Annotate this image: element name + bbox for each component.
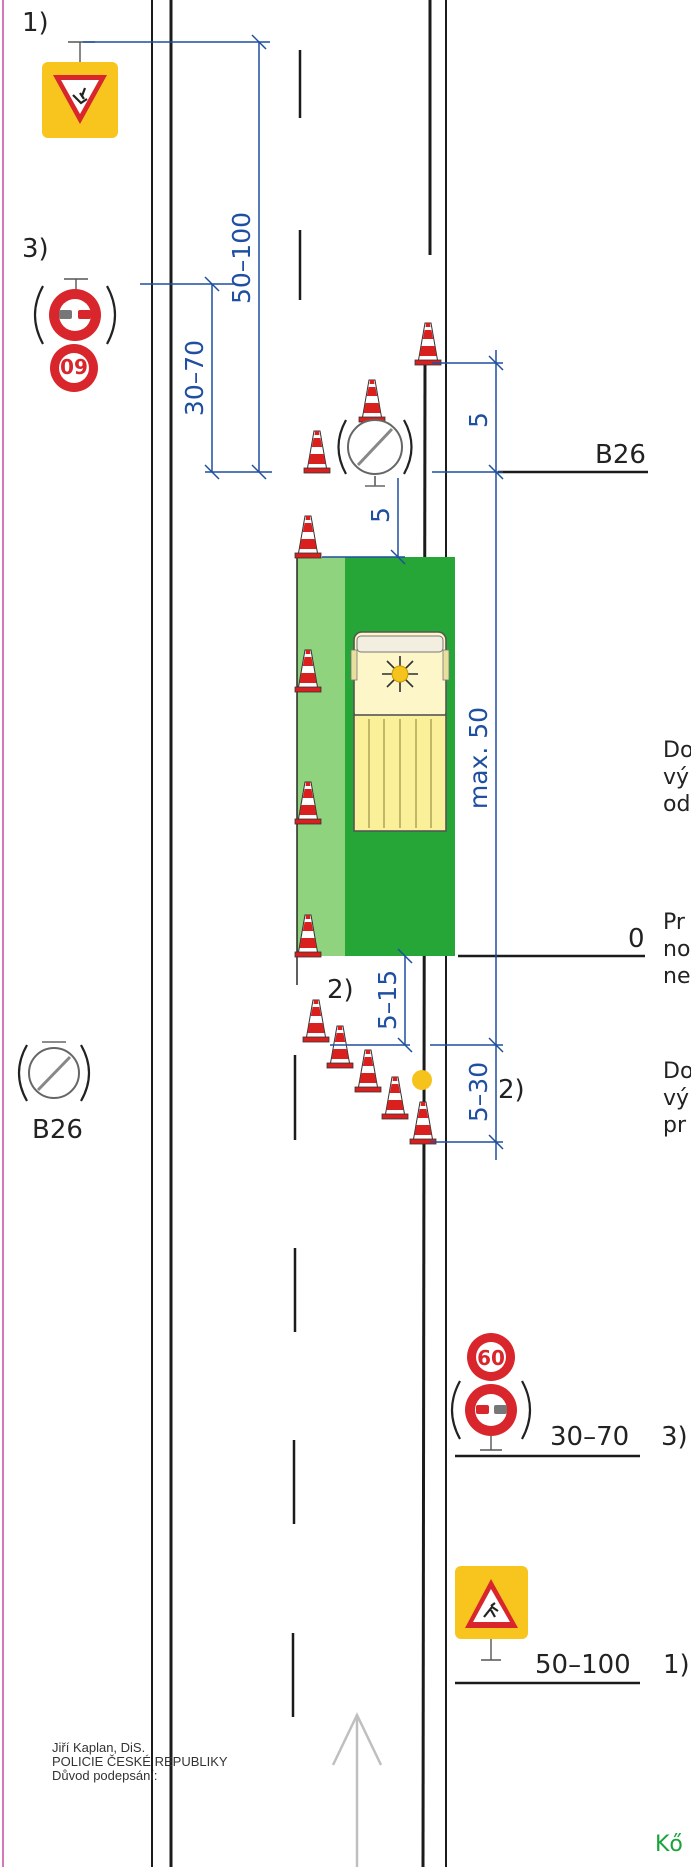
direction-arrow — [331, 1712, 383, 1867]
center-line-dashes — [291, 50, 302, 1717]
speed-limit-60-sign: 60 — [467, 1333, 515, 1381]
leader-lines — [455, 470, 648, 1685]
cropped-text-bottom: Kő — [655, 1832, 683, 1857]
dimension-ticks — [204, 34, 504, 1150]
cropped-text-3: Do vý pr — [663, 1059, 691, 1138]
b26-label-left: B26 — [32, 1115, 83, 1145]
speed-limit-value: 60 — [477, 1346, 505, 1370]
note-1-top: 1) — [22, 8, 49, 38]
cropped-text-1: Do vý od — [663, 738, 691, 817]
dim-max-50: max. 50 — [464, 707, 493, 809]
b26-sign-road — [337, 419, 413, 487]
road-works-sign-top — [42, 41, 118, 138]
note-3-bottom: 3) — [661, 1422, 688, 1452]
dim-50-100-bottom: 50–100 — [535, 1650, 631, 1680]
zero-label: 0 — [628, 924, 645, 954]
no-overtaking-sign-top: 60 — [33, 278, 117, 392]
dimension-labels: 50–100 30–70 5 5 max. 50 5–15 5–30 — [180, 212, 493, 1122]
note-2-b: 2) — [498, 1075, 525, 1105]
dim-5-15: 5–15 — [373, 970, 402, 1030]
dimension-lines — [83, 41, 503, 1160]
dim-30-70-bottom: 30–70 — [550, 1422, 630, 1452]
signature-reason: Důvod podepsání: — [52, 1768, 158, 1783]
note-1-bottom: 1) — [663, 1650, 690, 1680]
cropped-text-2: Pr no ne — [663, 910, 691, 989]
dim-5-30: 5–30 — [464, 1062, 493, 1122]
work-zone-buffer — [297, 557, 345, 956]
road-works-sign-bottom — [455, 1566, 528, 1661]
signature-org: POLICIE ČESKÉ REPUBLIKY — [52, 1754, 228, 1769]
dim-50-100-top: 50–100 — [227, 212, 256, 304]
b26-sign-legend — [17, 1041, 91, 1102]
b26-label-right: B26 — [595, 440, 646, 470]
note-3-top: 3) — [22, 234, 49, 264]
dim-30-70-top: 30–70 — [180, 340, 209, 416]
svg-text:60: 60 — [60, 354, 88, 378]
signature-block: Jiří Kaplan, DiS. POLICIE ČESKÉ REPUBLIK… — [52, 1741, 228, 1783]
dim-5-upper: 5 — [464, 412, 493, 428]
signature-name: Jiří Kaplan, DiS. — [52, 1740, 146, 1755]
no-overtaking-sign-bottom — [450, 1380, 532, 1451]
note-2-a: 2) — [327, 975, 354, 1005]
warning-light — [412, 1070, 432, 1090]
dim-5-lower: 5 — [366, 507, 395, 523]
warning-beacon — [382, 656, 418, 692]
